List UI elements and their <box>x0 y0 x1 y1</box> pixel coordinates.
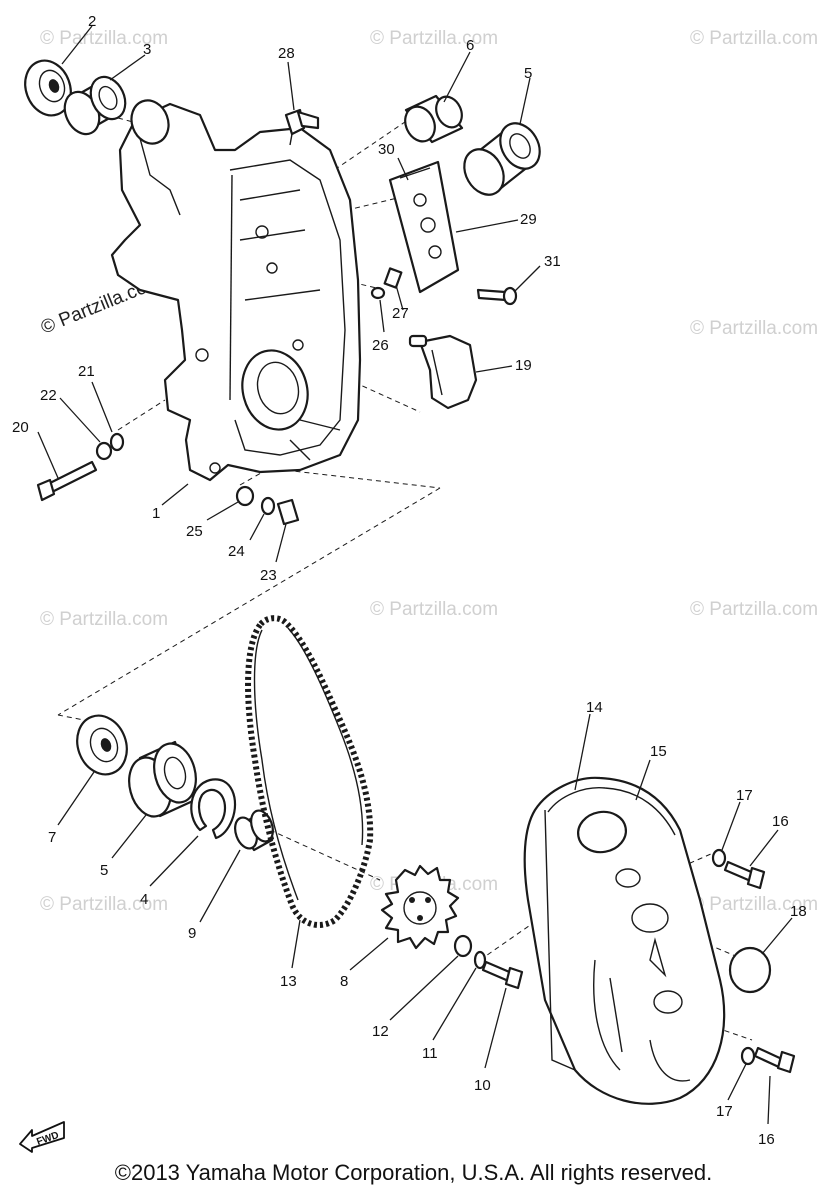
watermark: © Partzilla.com <box>370 28 498 49</box>
callout-7: 7 <box>48 829 56 846</box>
callout-18: 18 <box>790 903 807 920</box>
watermark: © Partzilla.com <box>40 894 168 915</box>
callout-29: 29 <box>520 211 537 228</box>
chain-case-1 <box>110 99 362 482</box>
callout-1: 1 <box>152 505 160 522</box>
callout-4: 4 <box>140 891 148 908</box>
spacer-6 <box>404 94 464 144</box>
callouts: 2 3 28 6 5 30 29 31 27 26 19 21 22 20 1 … <box>12 13 807 1148</box>
chain-13 <box>245 615 374 928</box>
callout-16: 16 <box>772 813 789 830</box>
copyright-notice: ©2013 Yamaha Motor Corporation, U.S.A. A… <box>114 1160 713 1185</box>
callout-15: 15 <box>650 743 667 760</box>
bolt-26-27 <box>370 267 403 300</box>
callout-27: 27 <box>392 305 409 322</box>
callout-28: 28 <box>278 45 295 62</box>
bearing-3 <box>63 75 127 136</box>
bearing-2 <box>24 59 72 117</box>
cap-18 <box>728 946 772 994</box>
callout-25: 25 <box>186 523 203 540</box>
callout-30: 30 <box>378 141 395 158</box>
callout-5: 5 <box>524 65 532 82</box>
watermark: © Partzilla.com <box>690 28 818 49</box>
bearing-7 <box>76 714 128 776</box>
bearing-5-top <box>463 122 541 196</box>
washer-12 <box>453 934 473 958</box>
callout-8: 8 <box>340 973 348 990</box>
callout-24: 24 <box>228 543 245 560</box>
callout-9: 9 <box>188 925 196 942</box>
washers-23-24-25 <box>235 485 300 526</box>
callout-22: 22 <box>40 387 57 404</box>
sprocket-8 <box>380 864 460 950</box>
callout-10: 10 <box>474 1077 491 1094</box>
callout-3: 3 <box>143 41 151 58</box>
tensioner-plate-29-30 <box>388 160 460 294</box>
callout-14: 14 <box>586 699 603 716</box>
breather-28 <box>284 108 320 146</box>
callout-19: 19 <box>515 357 532 374</box>
callout-20: 20 <box>12 419 29 436</box>
washer-11 <box>473 950 487 970</box>
watermark: © Partzilla.com <box>690 894 818 915</box>
bolt-10 <box>481 960 524 990</box>
callout-11: 11 <box>422 1045 438 1062</box>
spacer-9 <box>234 809 274 852</box>
callout-2: 2 <box>88 13 96 30</box>
washer-17-top <box>711 848 727 868</box>
circlip-4 <box>190 778 237 840</box>
washers-21-22 <box>95 432 125 461</box>
bolt-16-top <box>723 860 766 890</box>
bolt-20 <box>36 460 98 502</box>
callout-17: 17 <box>716 1103 733 1120</box>
chain-cover-14-15 <box>523 776 726 1105</box>
fwd-arrow-icon: FWD <box>19 1121 65 1153</box>
callout-16: 16 <box>758 1131 775 1148</box>
watermark: © Partzilla.com <box>370 599 498 620</box>
watermark: © Partzilla.com <box>690 599 818 620</box>
callout-21: 21 <box>78 363 95 380</box>
tensioner-19 <box>408 334 478 410</box>
callout-6: 6 <box>466 37 474 54</box>
washer-17-bottom <box>740 1046 756 1066</box>
watermark: © Partzilla.com <box>40 28 168 49</box>
bolt-31 <box>476 286 518 306</box>
callout-26: 26 <box>372 337 389 354</box>
watermark: © Partzilla.com <box>40 609 168 630</box>
callout-31: 31 <box>544 253 561 270</box>
callout-12: 12 <box>372 1023 389 1040</box>
callout-5: 5 <box>100 862 108 879</box>
bearing-5-bottom <box>128 740 197 818</box>
leader-lines <box>37 25 793 1125</box>
bolt-16-bottom <box>753 1046 796 1074</box>
callout-13: 13 <box>280 973 297 990</box>
callout-23: 23 <box>260 567 277 584</box>
callout-17: 17 <box>736 787 753 804</box>
watermark: © Partzilla.com <box>690 318 818 339</box>
